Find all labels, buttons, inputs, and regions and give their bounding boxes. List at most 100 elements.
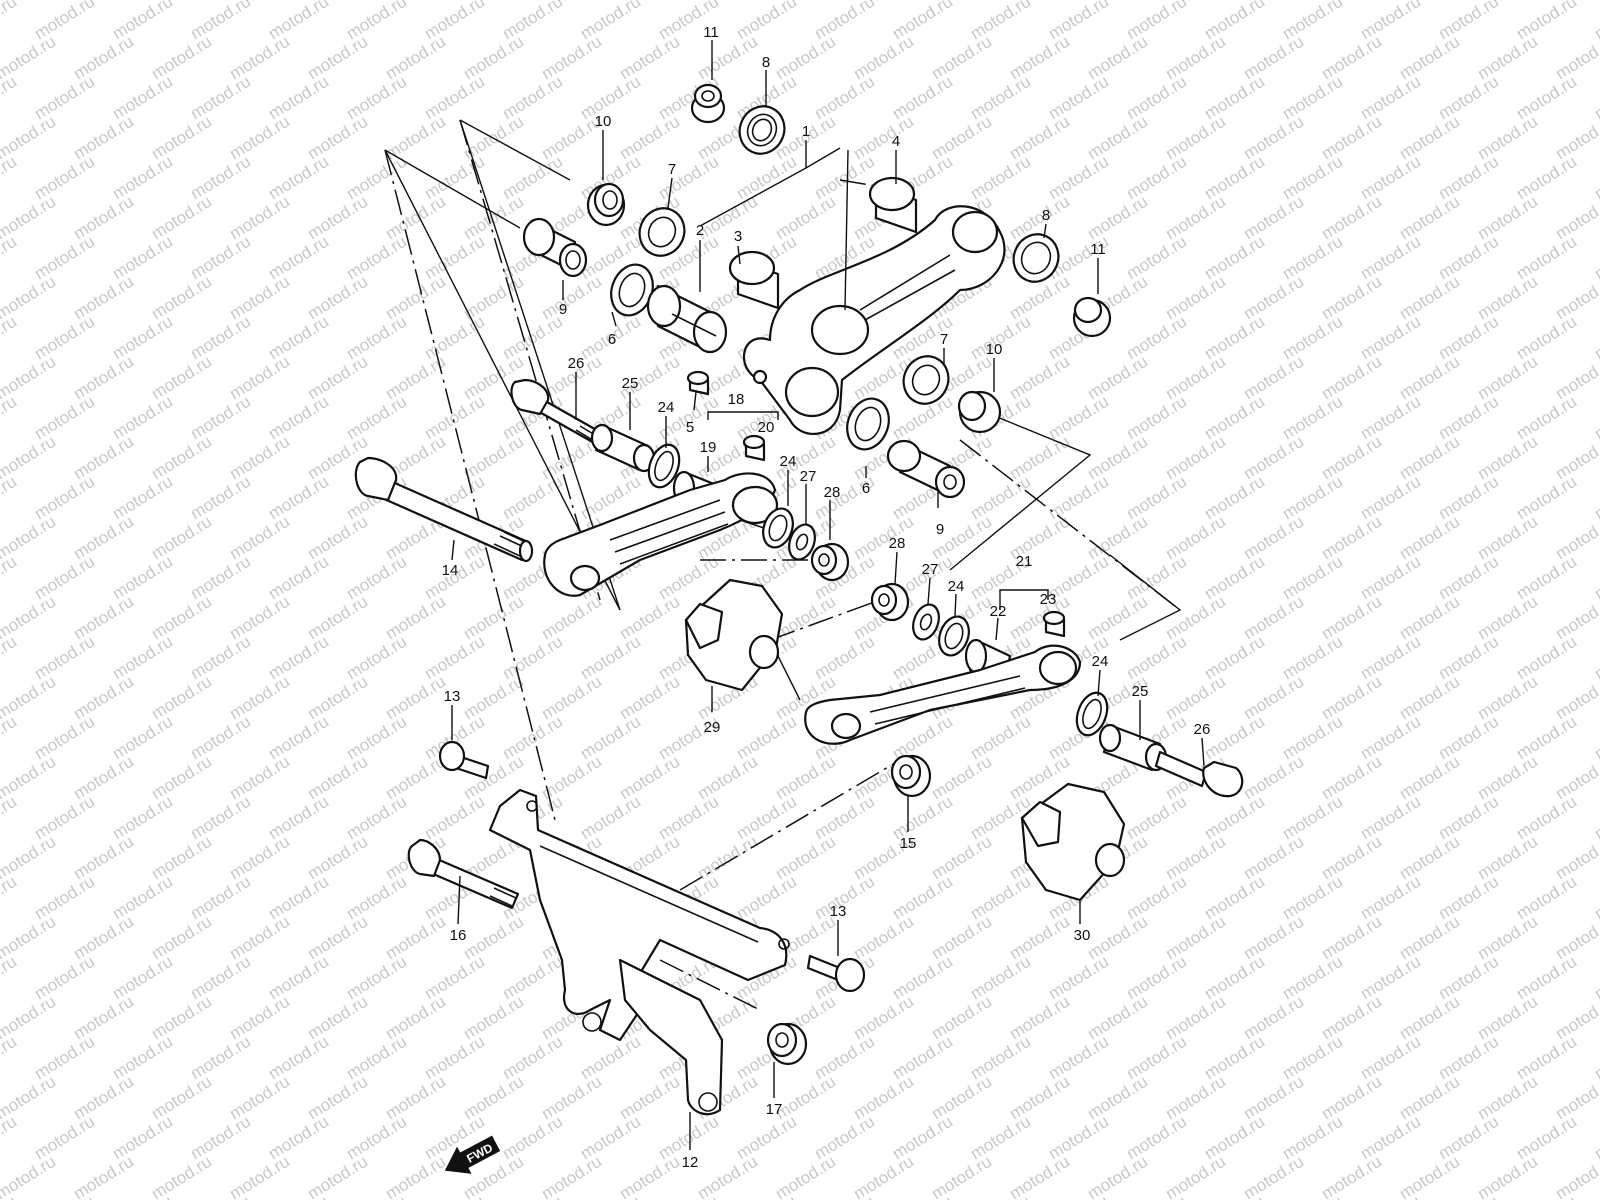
bearing-8-top: [738, 105, 786, 155]
label-15: 15: [900, 835, 917, 852]
watermark-text: motod.ru: [1240, 1152, 1307, 1200]
seal-24-right: [938, 615, 970, 657]
label-25-lower: 25: [1132, 683, 1149, 700]
label-25-top: 25: [622, 375, 639, 392]
label-30: 30: [1074, 927, 1091, 944]
label-29: 29: [704, 719, 721, 736]
watermark-text: motod.ru: [0, 552, 20, 604]
watermark-text: motod.ru: [0, 1032, 20, 1084]
collar-11-right: [1072, 296, 1112, 338]
label-26-lower: 26: [1194, 721, 1211, 738]
label-4: 4: [892, 133, 900, 150]
watermark-text: motod.ru: [1591, 72, 1600, 124]
bearing-7-right: [902, 355, 950, 405]
watermark-text: motod.ru: [577, 1192, 644, 1200]
watermark-text: motod.ru: [1552, 912, 1600, 964]
watermark-text: motod.ru: [1357, 1192, 1424, 1200]
watermark-text: motod.ru: [1552, 1152, 1600, 1200]
bolt-13-upper: [438, 740, 490, 780]
watermark-text: motod.ru: [538, 1152, 605, 1200]
bolt-13-lower: [806, 954, 866, 993]
watermark-text: motod.ru: [0, 232, 20, 284]
label-11-top: 11: [703, 24, 719, 41]
watermark-text: motod.ru: [0, 0, 20, 43]
bushing-4: [868, 176, 918, 234]
grease-nipple-5: [686, 370, 710, 411]
label-13-upper: 13: [444, 688, 461, 705]
watermark-text: motod.ru: [1591, 232, 1600, 284]
nut-28-right: [870, 582, 910, 622]
watermark-text: motod.ru: [1591, 1032, 1600, 1084]
label-23: 23: [1040, 591, 1057, 608]
label-11-right: 11: [1090, 241, 1106, 258]
label-28-right: 28: [889, 535, 906, 552]
watermark-text: motod.ru: [0, 1192, 20, 1200]
label-16: 16: [450, 927, 467, 944]
watermark-text: motod.ru: [187, 1192, 254, 1200]
label-20: 20: [758, 419, 775, 436]
watermark-text: motod.ru: [1552, 112, 1600, 164]
watermark-text: motod.ru: [304, 1152, 371, 1200]
watermark-text: motod.ru: [1552, 32, 1600, 84]
bushing-3: [728, 250, 780, 310]
label-8-top: 8: [762, 54, 770, 71]
label-12: 12: [682, 1154, 699, 1171]
bolt-14: [354, 456, 534, 563]
nut-15: [890, 754, 932, 798]
watermark-text: motod.ru: [733, 1192, 800, 1200]
watermark-text: motod.ru: [0, 632, 20, 684]
watermark-text: motod.ru: [1201, 1192, 1268, 1200]
watermark-text: motod.ru: [1591, 312, 1600, 364]
watermark-text: motod.ru: [31, 1192, 98, 1200]
cushion-mount-30: [1020, 782, 1126, 902]
watermark-text: motod.ru: [1552, 432, 1600, 484]
watermark-text: motod.ru: [1006, 1152, 1073, 1200]
watermark-text: motod.ru: [1591, 952, 1600, 1004]
washer-27-right: [912, 603, 940, 641]
watermark-text: motod.ru: [1123, 1192, 1190, 1200]
bearing-7-left: [638, 207, 686, 257]
grease-nipple-23: [1042, 610, 1066, 638]
watermark-text: motod.ru: [1162, 1152, 1229, 1200]
nut-17: [766, 1022, 808, 1066]
collar-10-left: [586, 182, 626, 227]
watermark-text: motod.ru: [0, 472, 20, 524]
nut-28-mid: [810, 542, 850, 582]
alignment-lines: [384, 119, 1181, 1011]
bolt-26-lower: [1154, 750, 1244, 798]
watermark-text: motod.ru: [1552, 992, 1600, 1044]
watermark-text: motod.ru: [343, 1192, 410, 1200]
watermark-text: motod.ru: [226, 1152, 293, 1200]
label-21: 21: [1016, 553, 1033, 570]
watermark-text: motod.ru: [1552, 832, 1600, 884]
watermark-text: motod.ru: [0, 872, 20, 924]
grease-nipple-20: [742, 434, 766, 462]
watermark-text: motod.ru: [1552, 512, 1600, 564]
bearing-8-right: [1012, 233, 1060, 283]
label-7-left: 7: [668, 161, 676, 178]
watermark-text: motod.ru: [1591, 0, 1600, 43]
leader-lines: [451, 40, 1205, 1150]
watermark-text: motod.ru: [694, 1152, 761, 1200]
watermark-text: motod.ru: [1084, 1152, 1151, 1200]
label-19: 19: [700, 439, 717, 456]
label-3: 3: [734, 228, 742, 245]
label-13-lower: 13: [830, 903, 847, 920]
label-24-mid: 24: [780, 453, 797, 470]
watermark-text: motod.ru: [1552, 272, 1600, 324]
watermark-text: motod.ru: [1591, 152, 1600, 204]
seal-6-left: [610, 263, 654, 317]
label-7-right: 7: [940, 331, 948, 348]
watermark-text: motod.ru: [967, 1192, 1034, 1200]
washer-27-mid: [788, 523, 816, 561]
watermark-text: motod.ru: [1279, 1192, 1346, 1200]
watermark-text: motod.ru: [265, 1192, 332, 1200]
watermark-text: motod.ru: [1552, 1072, 1600, 1124]
label-24-lower: 24: [1092, 653, 1109, 670]
collar-11-top: [690, 83, 726, 124]
label-24-top: 24: [658, 399, 675, 416]
label-27-mid: 27: [800, 468, 817, 485]
watermark-text: motod.ru: [0, 392, 20, 444]
sleeve-9-right: [886, 439, 966, 499]
